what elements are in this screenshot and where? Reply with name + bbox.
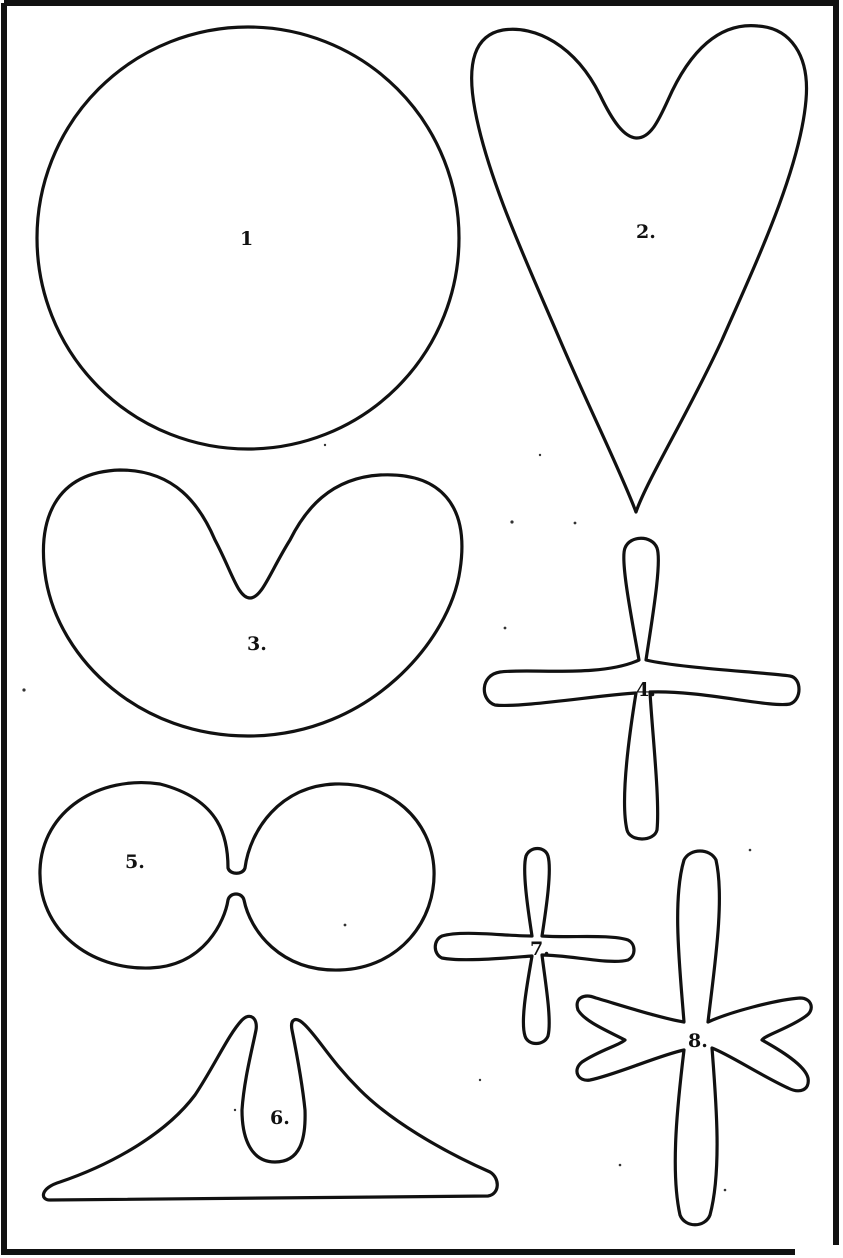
figure-2-label: 2. (636, 221, 656, 243)
figure-3-label: 3. (247, 633, 267, 655)
figure-5: 5. (40, 783, 434, 970)
page-frame (4, 3, 836, 1252)
figure-5-outline (40, 783, 434, 970)
figure-7: 7. (435, 849, 634, 1044)
figure-8: 8. (577, 851, 811, 1225)
figure-3: 3. (43, 470, 461, 736)
figure-6-label: 6. (270, 1107, 290, 1129)
figure-7-label: 7. (530, 938, 550, 960)
figure-1: 1 (37, 27, 459, 449)
figure-2-outline (472, 26, 807, 512)
figure-1-label: 1 (240, 228, 253, 250)
figure-8-label: 8. (688, 1030, 708, 1052)
figure-4-label: 4. (636, 679, 656, 701)
print-specks (22, 444, 751, 1191)
figure-5-label: 5. (125, 851, 145, 873)
figure-3-outline (43, 470, 461, 736)
figure-6: 6. (43, 1016, 497, 1200)
figure-2: 2. (472, 26, 807, 512)
figure-4: 4. (484, 538, 799, 839)
